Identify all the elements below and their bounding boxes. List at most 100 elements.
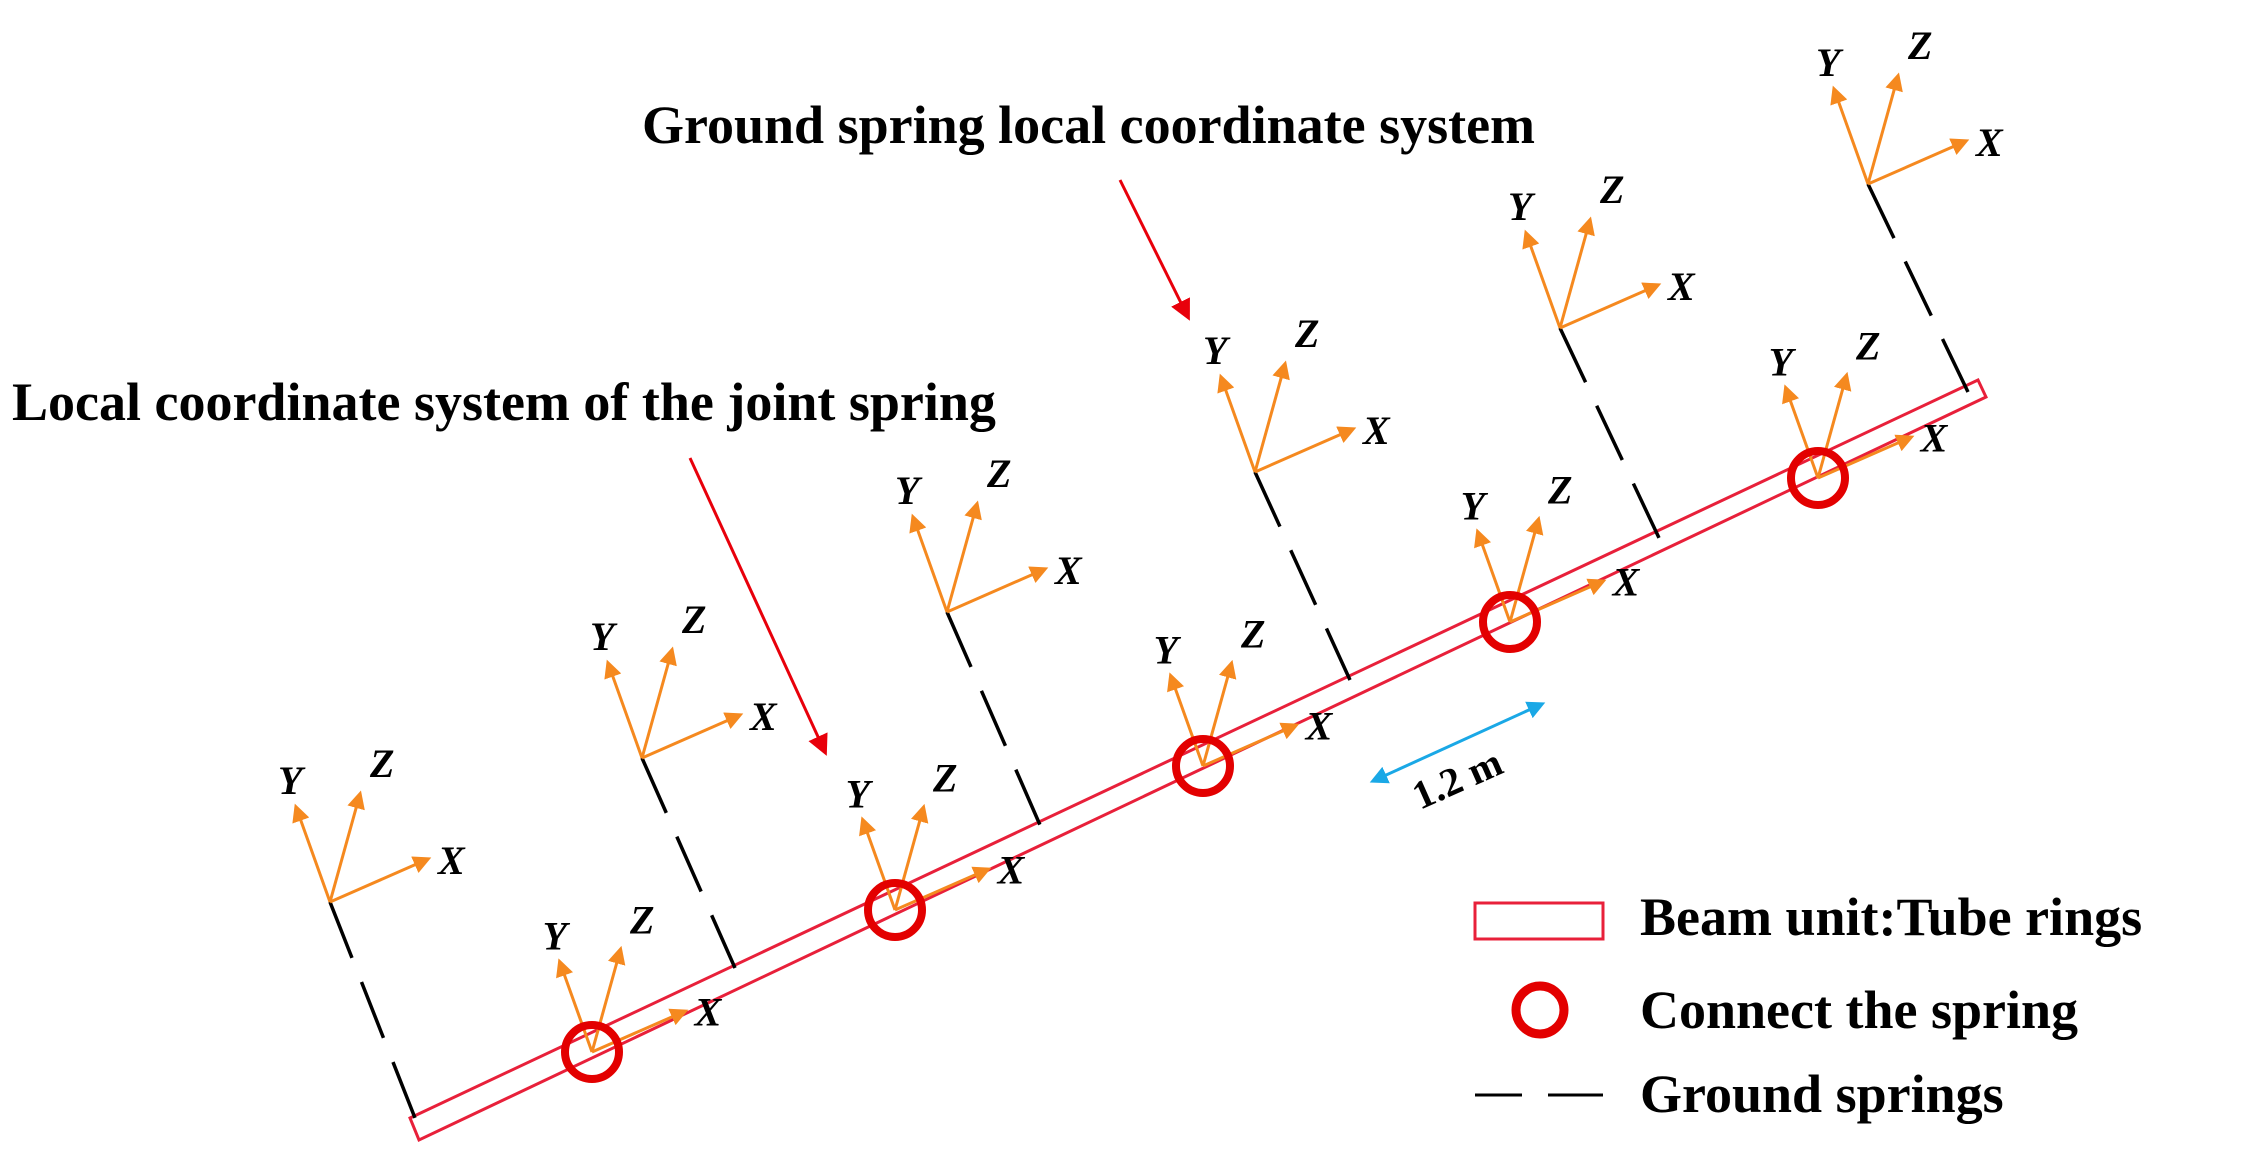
z-axis-label: Z	[1294, 311, 1319, 356]
x-axis-arrow	[894, 866, 992, 912]
ground-spring-6	[1866, 183, 1970, 393]
joint-frame-3: Y Z X	[1154, 611, 1334, 768]
x-axis-label: X	[1304, 703, 1334, 748]
z-axis-label: Z	[932, 755, 957, 800]
z-axis-arrow	[945, 500, 982, 613]
coordinate-frames-layer: Y Z X Y Z X Y Z X Y Z X Y Z X Y Z X Y Z X Y Z X Y Z X Y Z X Y Z X	[278, 23, 2004, 1054]
x-axis-arrow	[1817, 434, 1915, 480]
z-axis-label: Z	[986, 451, 1011, 496]
joint-frame-5: Y Z X	[1769, 323, 1949, 480]
ground-frame-title: Ground spring local coordinate system	[642, 95, 1535, 155]
z-axis-arrow	[1253, 360, 1290, 473]
ground-spring-3	[945, 611, 1042, 826]
legend-connect-swatch	[1511, 981, 1569, 1039]
ground-frame-2: Y Z X	[590, 597, 778, 760]
x-axis-arrow	[1202, 722, 1300, 768]
x-axis-label: X	[1053, 548, 1083, 593]
y-axis-label: Y	[1769, 339, 1797, 384]
connect-springs-layer	[561, 447, 1849, 1083]
x-axis-arrow	[946, 566, 1049, 614]
z-axis-label: Z	[1240, 611, 1265, 656]
x-axis-arrow	[1559, 282, 1662, 330]
x-axis-label: X	[436, 838, 466, 883]
ground-springs-layer	[328, 183, 1970, 1119]
x-axis-arrow	[329, 856, 432, 904]
joint-frame-1: Y Z X	[543, 897, 723, 1054]
z-axis-arrow	[1558, 216, 1595, 329]
z-axis-label: Z	[1547, 467, 1572, 512]
y-axis-label: Y	[1508, 184, 1536, 229]
x-axis-label: X	[1919, 415, 1949, 460]
legend-beam-label: Beam unit:Tube rings	[1640, 887, 2142, 947]
ground-frame-1: Y Z X	[278, 741, 466, 904]
y-axis-label: Y	[1154, 627, 1182, 672]
ground-spring-4	[1253, 471, 1352, 681]
y-axis-label: Y	[846, 771, 874, 816]
ground-spring-2	[640, 757, 737, 969]
z-axis-arrow	[1816, 371, 1852, 479]
joint-frame-pointer-arrow	[688, 457, 828, 756]
beam-unit	[408, 378, 1988, 1143]
z-axis-label: Z	[681, 597, 706, 642]
z-axis-label: Z	[1855, 323, 1880, 368]
y-axis-label: Y	[278, 758, 306, 803]
dimension-label: 1.2 m	[1405, 739, 1509, 818]
x-axis-label: X	[748, 694, 778, 739]
z-axis-arrow	[893, 803, 929, 911]
y-axis-arrow	[1522, 229, 1562, 329]
ground-spring-1	[328, 901, 417, 1119]
z-axis-arrow	[590, 945, 626, 1053]
y-axis-label: Y	[1203, 328, 1231, 373]
y-axis-label: Y	[1461, 483, 1489, 528]
ground-frame-pointer-arrow	[1118, 179, 1190, 321]
connect-spring-2	[864, 879, 926, 941]
z-axis-arrow	[1866, 72, 1903, 185]
x-axis-arrow	[1254, 426, 1357, 474]
z-axis-arrow	[1201, 659, 1237, 767]
y-axis-arrow	[859, 816, 897, 911]
y-axis-label: Y	[1816, 40, 1844, 85]
y-axis-arrow	[1474, 528, 1512, 623]
y-axis-arrow	[292, 803, 332, 903]
ground-spring-5	[1558, 327, 1662, 541]
z-axis-arrow	[1508, 515, 1544, 623]
z-axis-label: Z	[369, 741, 394, 786]
y-axis-arrow	[1167, 672, 1205, 767]
x-axis-arrow	[1867, 138, 1970, 186]
z-axis-label: Z	[629, 897, 654, 942]
connect-spring-1	[561, 1021, 623, 1083]
ground-frame-6: Y Z X	[1816, 23, 2004, 186]
x-axis-label: X	[1611, 559, 1641, 604]
joint-frame-4: Y Z X	[1461, 467, 1641, 624]
z-axis-arrow	[640, 646, 677, 759]
connect-spring-4	[1479, 591, 1541, 653]
connect-spring-5	[1787, 447, 1849, 509]
x-axis-label: X	[996, 847, 1026, 892]
y-axis-label: Y	[590, 614, 618, 659]
x-axis-label: X	[1666, 264, 1696, 309]
y-axis-arrow	[1830, 85, 1870, 185]
dimension-arrow	[1369, 701, 1546, 784]
connect-spring-3	[1172, 735, 1234, 797]
legend: Beam unit:Tube rings Connect the spring …	[1473, 887, 2142, 1124]
y-axis-arrow	[604, 659, 644, 759]
y-axis-label: Y	[895, 468, 923, 513]
ground-frame-5: Y Z X	[1508, 167, 1696, 330]
ground-frame-4: Y Z X	[1203, 311, 1391, 474]
y-axis-arrow	[909, 513, 949, 613]
z-axis-label: Z	[1599, 167, 1624, 212]
x-axis-label: X	[693, 989, 723, 1034]
legend-connect-label: Connect the spring	[1640, 980, 2078, 1040]
x-axis-arrow	[1509, 578, 1607, 624]
x-axis-label: X	[1361, 408, 1391, 453]
joint-frame-2: Y Z X	[846, 755, 1026, 912]
x-axis-label: X	[1974, 120, 2004, 165]
x-axis-arrow	[641, 712, 744, 760]
joint-frame-title: Local coordinate system of the joint spr…	[12, 372, 996, 432]
y-axis-label: Y	[543, 913, 571, 958]
y-axis-arrow	[556, 958, 594, 1053]
legend-beam-swatch	[1473, 901, 1605, 941]
y-axis-arrow	[1782, 384, 1820, 479]
z-axis-label: Z	[1907, 23, 1932, 68]
z-axis-arrow	[328, 790, 365, 903]
